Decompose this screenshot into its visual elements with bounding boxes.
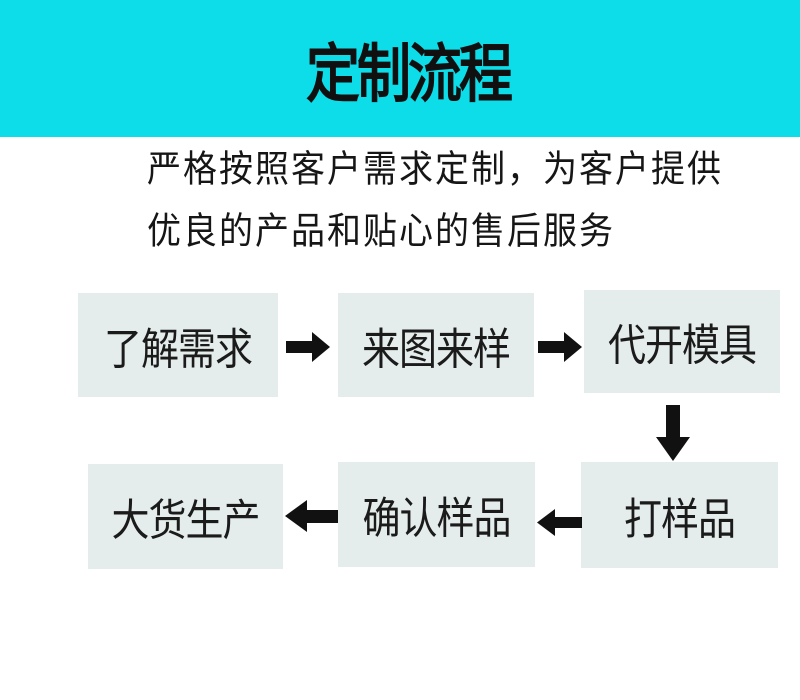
flow-step-label: 大货生产 (111, 497, 260, 546)
flow-step-label: 打样品 (623, 496, 736, 545)
intro-text: 严格按照客户需求定制，为客户提供 优良的产品和贴心的售后服务 (147, 149, 723, 253)
flow-step-drawings-samples: 来图来样 (338, 293, 534, 397)
arrow-left-icon (285, 500, 338, 532)
flow-step-label: 了解需求 (103, 326, 253, 375)
header-banner: 定制流程 (0, 0, 800, 137)
flow-step-label: 来图来样 (361, 326, 511, 375)
arrow-right-icon (538, 332, 582, 362)
flow-step-make-sample: 打样品 (581, 462, 778, 568)
flow-step-label: 代开模具 (607, 322, 757, 371)
intro-line-1: 严格按照客户需求定制，为客户提供 (147, 149, 723, 191)
flow-step-label: 确认样品 (362, 495, 511, 544)
flow-step-confirm-sample: 确认样品 (338, 462, 535, 567)
page-title: 定制流程 (306, 39, 513, 111)
intro-line-2: 优良的产品和贴心的售后服务 (147, 211, 615, 253)
flow-step-mass-production: 大货生产 (88, 464, 283, 569)
arrow-down-icon (656, 405, 690, 461)
flow-step-understand-needs: 了解需求 (78, 293, 278, 397)
flow-step-open-mold: 代开模具 (584, 290, 780, 393)
arrow-right-icon (286, 332, 330, 362)
arrow-left-icon (537, 509, 582, 536)
